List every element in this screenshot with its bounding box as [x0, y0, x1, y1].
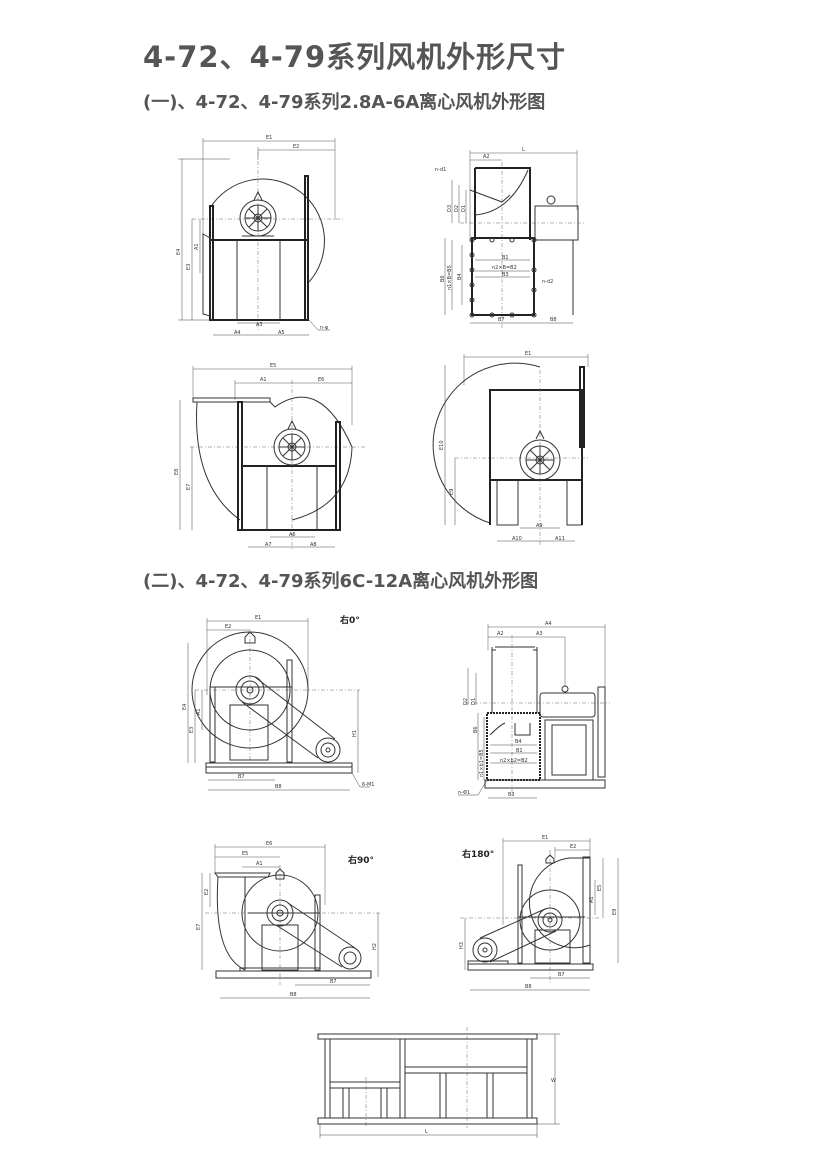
dimension-label: B7: [238, 774, 245, 780]
section1-heading: (一)、4-72、4-79系列2.8A-6A离心风机外形图: [143, 92, 546, 113]
dimension-label: B7: [558, 972, 565, 978]
dimension-label: E7: [186, 484, 192, 490]
dimension-label: E1: [266, 135, 272, 141]
dimension-label: A11: [555, 536, 565, 542]
dimension-label: n2×b2=B2: [500, 758, 528, 764]
dimension-label: E3: [189, 727, 195, 733]
dimension-label: A2: [483, 154, 490, 160]
dimension-label: A2: [497, 631, 504, 637]
dimension-label: E5: [242, 851, 248, 857]
dimension-label: A10: [512, 536, 522, 542]
dimension-label: A7: [265, 542, 272, 548]
dimension-label: A1: [196, 708, 202, 715]
dimension-label: B7: [330, 979, 337, 985]
dimension-label: E5: [597, 885, 603, 891]
dimension-label: B3: [502, 272, 509, 278]
dimension-label: D2: [454, 205, 460, 212]
dimension-label: A1: [194, 243, 200, 250]
dimension-label: D3: [447, 205, 453, 212]
dimension-label: E6: [266, 841, 272, 847]
dimension-label: E9: [449, 489, 455, 495]
dimension-label: W: [551, 1078, 556, 1084]
dimension-label: A1: [589, 896, 595, 903]
dimension-label: E2: [293, 144, 299, 150]
dimension-label: E1: [542, 835, 548, 841]
dimension-label: A3: [256, 322, 263, 328]
dimension-label: E2: [225, 624, 231, 630]
dimension-label: A4: [545, 621, 552, 627]
dimension-label: E4: [182, 704, 188, 710]
dimension-label: B8: [525, 984, 532, 990]
dimension-label: E1: [255, 615, 261, 621]
dimension-label: B7: [498, 317, 505, 323]
dimension-label: B4: [515, 739, 522, 745]
dimension-label: A3: [536, 631, 543, 637]
dimension-label: B6: [473, 726, 479, 733]
dimension-label: A8: [310, 542, 317, 548]
dimension-label: B6: [440, 275, 446, 282]
dimension-label: B3: [508, 792, 515, 798]
dimension-label: n2×B=B2: [492, 265, 517, 271]
dimension-label: H2: [372, 943, 378, 950]
dimension-label: B1: [502, 255, 509, 261]
dimension-label: E5: [270, 363, 276, 369]
section2-heading: (二)、4-72、4-79系列6C-12A离心风机外形图: [143, 571, 539, 592]
dimension-label: B8: [290, 992, 297, 998]
dimension-label: E2: [570, 844, 576, 850]
dimension-label: B8: [550, 317, 557, 323]
dimension-label: E7: [196, 924, 202, 930]
page-title: 4-72、4-79系列风机外形尺寸: [143, 40, 567, 74]
dimension-label: n-Φ1: [458, 790, 470, 796]
dimension-label: n-d2: [542, 279, 553, 285]
dimension-label: A6: [289, 532, 296, 538]
dimension-label: H1: [352, 730, 358, 737]
dimension-label: A9: [536, 523, 543, 529]
dimension-label: 6-M1: [362, 782, 374, 788]
dimension-label: n1×b1=B5: [479, 749, 485, 777]
dimension-label: E2: [204, 889, 210, 895]
dimension-label: E10: [439, 440, 445, 450]
dimension-label: 右0°: [339, 614, 360, 626]
dimension-label: L: [425, 1129, 428, 1135]
dimension-label: A1: [260, 377, 267, 383]
dimension-label: E9: [612, 909, 618, 915]
dimension-label: D2: [463, 698, 469, 705]
dimension-label: E4: [176, 249, 182, 255]
dimension-label: D1: [471, 698, 477, 705]
dimension-label: A1: [256, 861, 263, 867]
dimension-label: E1: [525, 351, 531, 357]
dimension-label: A5: [278, 330, 285, 336]
dimension-label: E8: [174, 469, 180, 475]
dimension-label: n-φ: [320, 325, 329, 331]
dimension-label: B8: [275, 784, 282, 790]
dimension-label: n1×B=B5: [447, 265, 453, 290]
dimension-label: L: [522, 147, 525, 153]
dimension-label: 右90°: [347, 854, 374, 866]
dimension-label: E3: [186, 264, 192, 270]
dimension-label: E6: [318, 377, 324, 383]
dimension-label: D1: [461, 205, 467, 212]
dimension-label: H3: [459, 942, 465, 949]
dimension-label: B4: [457, 273, 463, 280]
dimension-label: B1: [516, 748, 523, 754]
base-frame-view: WL: [317, 1027, 560, 1138]
dimension-label: A4: [234, 330, 241, 336]
dimension-label: 右180°: [461, 848, 494, 860]
dimension-label: n-d1: [435, 167, 446, 173]
